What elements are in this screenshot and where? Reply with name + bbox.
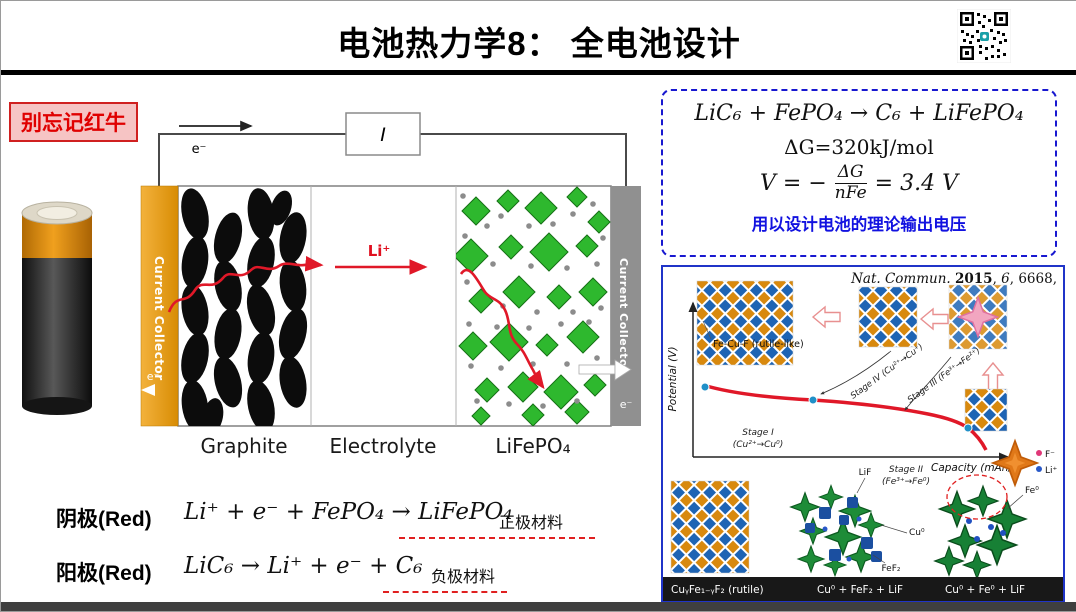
- circuit-wire: [158, 133, 627, 186]
- red-dashed-underline-anode: [383, 591, 507, 593]
- title-divider: [1, 70, 1076, 75]
- cathode-material-note: 正极材料: [499, 515, 564, 532]
- citation-year: 2015: [955, 271, 993, 287]
- fe0-label: Fe⁰: [1025, 486, 1039, 496]
- citation-sep: ,: [992, 271, 1002, 287]
- figure-caption-right: Cu⁰ + Fe⁰ + LiF: [945, 584, 1025, 596]
- rutile-pattern-small: [964, 388, 1008, 432]
- electron-top-label: e⁻: [192, 142, 207, 157]
- fraction-denominator: nFe: [834, 182, 867, 203]
- electron-left-label: e⁻: [147, 370, 160, 383]
- rutile-pattern-mid: [858, 286, 918, 348]
- figure-graphic: Potential (V) Capacity (mAh/g) Fe-Cu-F (…: [663, 280, 1063, 601]
- hollow-arrow-up-icon: [982, 362, 1004, 391]
- overall-reaction: LiC₆ + FePO₄ → C₆ + LiFePO₄: [694, 101, 1024, 126]
- literature-figure: Potential (V) Capacity (mAh/g) Fe-Cu-F (…: [661, 265, 1065, 603]
- voltage-equation: V = − ΔG nFe = 3.4 V: [760, 162, 958, 203]
- slide-title: 电池热力学8： 全电池设计: [337, 25, 741, 62]
- rutile-pattern-large: [696, 280, 794, 366]
- discharge-curve: [702, 383, 988, 451]
- anode-reaction-label: 阳极(Red): [56, 562, 152, 585]
- hollow-arrow-icon: [920, 308, 949, 330]
- y-axis-label: Potential (V): [667, 346, 679, 411]
- stage1-label: Stage I: [742, 428, 774, 438]
- phase-label: Fe-Cu-F (rutile-like): [713, 339, 804, 350]
- svg-text:(Fe³⁺→Fe⁰): (Fe³⁺→Fe⁰): [882, 477, 930, 487]
- electron-left-arrow: [141, 384, 155, 396]
- ammeter-box: [345, 112, 421, 156]
- figure-caption-left: CuᵧFe₁₋ᵧF₂ (rutile): [671, 584, 764, 596]
- cluster-cu-fef2-lif: [790, 484, 884, 577]
- citation: Nat. Commun. 2015, 6, 6668,: [851, 271, 1057, 287]
- electron-right-arrow: [578, 364, 616, 375]
- f-ion-label: F⁻: [1045, 450, 1055, 460]
- li-path-cathode: [459, 268, 545, 390]
- stage2-label: Stage II: [889, 465, 924, 475]
- li-ion-legend-label: Li⁺: [1045, 466, 1058, 476]
- anode-reaction-equation: LiC₆ → Li⁺ + e⁻ + C₆: [184, 553, 423, 579]
- qr-code-icon: [957, 9, 1011, 63]
- fraction-numerator: ΔG: [834, 162, 867, 184]
- cell-schematic: I e⁻: [140, 112, 641, 458]
- collector-right-label: Current Collector: [617, 258, 630, 373]
- current-label: I: [380, 124, 386, 146]
- battery-icon: [21, 201, 93, 415]
- carbon-dots: [460, 193, 606, 409]
- current-collector-right: [611, 186, 641, 426]
- voltage-lhs: V = −: [760, 170, 827, 196]
- cu0-label: Cu⁰: [909, 528, 925, 538]
- li-ion-label: Li⁺: [368, 242, 391, 260]
- label-lifepo4: LiFePO₄: [495, 434, 570, 458]
- rutile-pattern-bottom: [670, 480, 750, 574]
- theory-caption: 用以设计电池的理论输出电压: [751, 216, 967, 235]
- figure-caption-bar: [663, 577, 1063, 601]
- label-graphite: Graphite: [200, 434, 287, 458]
- cluster-cu-fe-lif: [934, 485, 1027, 580]
- figure-caption-mid: Cu⁰ + FeF₂ + LiF: [817, 584, 903, 596]
- lif-label: LiF: [859, 468, 872, 478]
- citation-pages: , 6668,: [1009, 271, 1057, 287]
- voltage-fraction: ΔG nFe: [834, 162, 867, 203]
- electron-right-label: e⁻: [620, 398, 633, 411]
- collector-left-label: Current Collector: [152, 256, 166, 381]
- red-dashed-circle: [946, 474, 1008, 520]
- cathode-reaction-label: 阴极(Red): [56, 508, 152, 531]
- hollow-arrow-icon: [812, 306, 841, 328]
- citation-journal: Nat. Commun.: [851, 271, 955, 287]
- gibbs-energy: ΔG=320kJ/mol: [784, 135, 934, 159]
- bottom-strip: [1, 602, 1076, 611]
- label-electrolyte: Electrolyte: [330, 434, 437, 458]
- graphite-particles: [181, 188, 308, 426]
- anode-material-note: 负极材料: [431, 569, 496, 586]
- cathode-reaction-equation: Li⁺ + e⁻ + FePO₄ → LiFePO₄: [184, 499, 513, 525]
- red-dashed-underline-cathode: [399, 537, 595, 539]
- svg-text:(Cu²⁺→Cu⁰): (Cu²⁺→Cu⁰): [733, 440, 784, 450]
- citation-volume: 6: [1001, 271, 1010, 287]
- theory-box: LiC₆ + FePO₄ → C₆ + LiFePO₄ ΔG=320kJ/mol…: [661, 89, 1057, 257]
- li-path-anode: [167, 255, 324, 313]
- note-badge: 别忘记红牛: [9, 102, 138, 142]
- fef2-label: FeF₂: [881, 564, 900, 574]
- voltage-rhs: = 3.4 V: [874, 170, 958, 196]
